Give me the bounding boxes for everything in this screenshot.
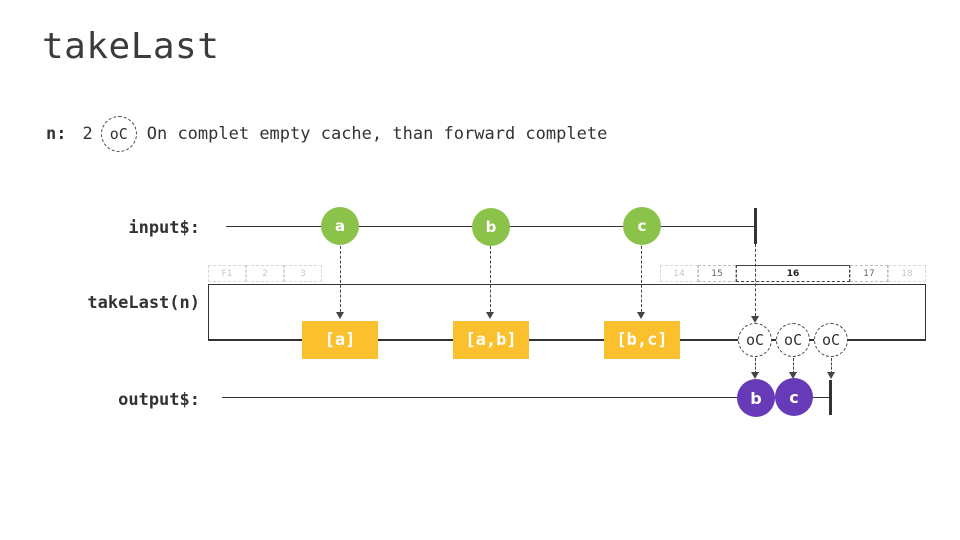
param-value: 2 xyxy=(82,124,93,144)
connector-line xyxy=(793,358,794,374)
buffer-box: [a] xyxy=(302,321,378,359)
frame-cell: F1 xyxy=(208,265,246,282)
frame-cell: 14 xyxy=(660,265,698,282)
parameter-line: n: 2 oC On complet empty cache, than for… xyxy=(46,116,608,152)
complete-badge: oC xyxy=(100,116,137,152)
operator-label: takeLast(n) xyxy=(87,293,200,313)
output-label: output$: xyxy=(118,390,200,410)
connector-line xyxy=(755,244,756,316)
output-complete-marker xyxy=(829,380,832,415)
connector-arrow xyxy=(827,372,835,379)
output-timeline xyxy=(222,397,832,398)
output-event-node: b xyxy=(737,379,775,417)
page-title: takeLast xyxy=(42,26,220,67)
frame-cell: 2 xyxy=(246,265,284,282)
frame-cell-current: 16 xyxy=(736,265,850,282)
connector-line xyxy=(755,358,756,374)
connector-line xyxy=(641,246,642,312)
frame-cell: 15 xyxy=(698,265,736,282)
input-label: input$: xyxy=(128,218,200,238)
buffer-box: [b,c] xyxy=(604,321,680,359)
output-event-node: c xyxy=(775,378,813,416)
operator-timeline xyxy=(208,340,926,341)
frame-cell: 18 xyxy=(888,265,926,282)
connector-line xyxy=(490,246,491,312)
connector-arrow xyxy=(336,312,344,319)
connector-line xyxy=(831,358,832,374)
connector-arrow xyxy=(789,372,797,379)
frame-cell: 3 xyxy=(284,265,322,282)
cache-complete-node: oC xyxy=(814,323,848,357)
connector-line xyxy=(340,246,341,312)
param-description: On complet empty cache, than forward com… xyxy=(146,124,608,144)
connector-arrow xyxy=(637,312,645,319)
connector-arrow xyxy=(751,372,759,379)
cache-complete-node: oC xyxy=(738,323,772,357)
input-event-node: c xyxy=(623,207,661,245)
buffer-box: [a,b] xyxy=(453,321,529,359)
input-event-node: b xyxy=(472,208,510,246)
param-name: n: xyxy=(46,124,67,144)
connector-arrow xyxy=(486,312,494,319)
input-event-node: a xyxy=(321,207,359,245)
connector-arrow xyxy=(751,316,759,323)
frame-cell: 17 xyxy=(850,265,888,282)
input-complete-marker xyxy=(754,208,757,244)
cache-complete-node: oC xyxy=(776,323,810,357)
